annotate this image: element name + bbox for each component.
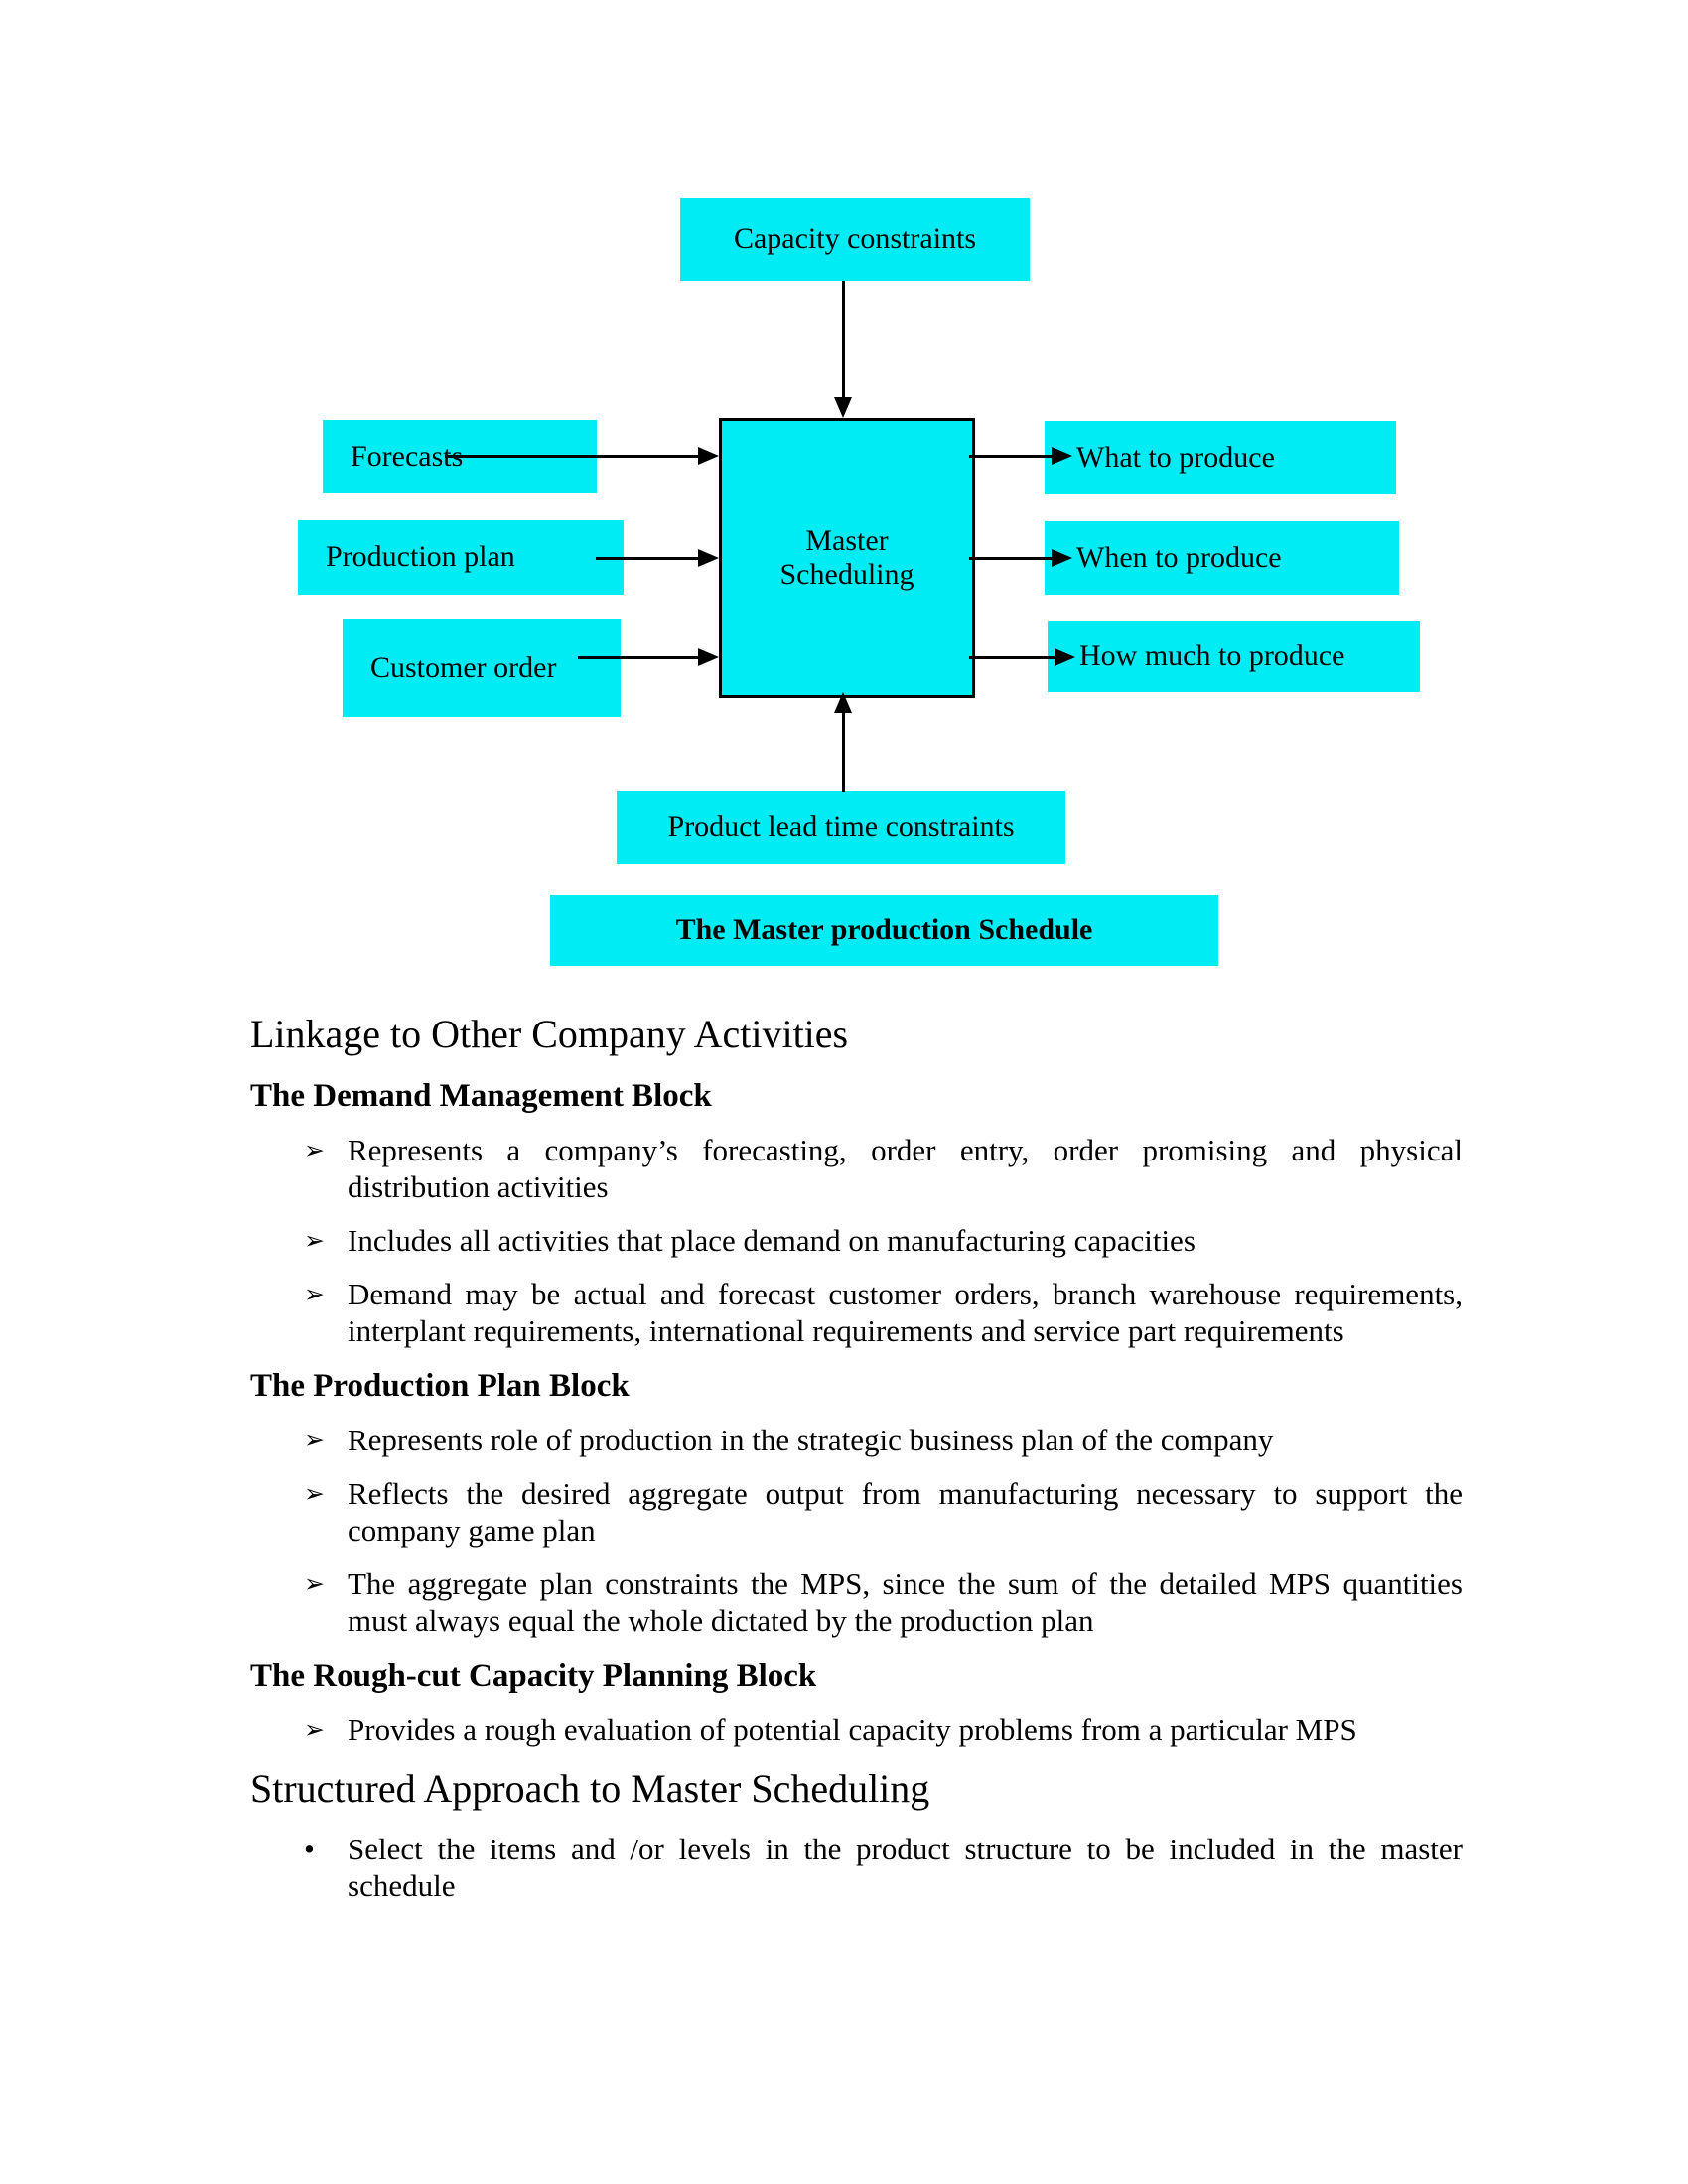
arrow-bullet-icon: ➢	[304, 1280, 325, 1308]
bullet-item: ➢ Demand may be actual and forecast cust…	[250, 1276, 1463, 1349]
bullet-text: The aggregate plan constraints the MPS, …	[348, 1567, 1463, 1638]
diagram-box-what-to-produce: What to produce	[1045, 421, 1396, 494]
arrow-line-production-to-master	[596, 557, 701, 560]
diagram-box-master-scheduling: Master Scheduling	[719, 418, 975, 698]
arrow-line-master-to-when	[969, 557, 1055, 560]
subheading-production-plan: The Production Plan Block	[250, 1368, 630, 1404]
arrow-bullet-icon: ➢	[304, 1426, 325, 1454]
diagram-label-lead-time-constraints: Product lead time constraints	[667, 810, 1015, 844]
bullet-text: Represents a company’s forecasting, orde…	[348, 1133, 1463, 1204]
arrow-line-master-to-what	[969, 455, 1055, 458]
arrow-line-master-to-howmuch	[969, 656, 1057, 659]
bullet-text: Select the items and /or levels in the p…	[348, 1832, 1463, 1903]
arrowhead-right-icon	[698, 447, 719, 465]
arrow-line-leadtime-to-master	[842, 710, 845, 792]
dot-bullet-icon: •	[304, 1832, 315, 1866]
arrow-bullet-icon: ➢	[304, 1570, 325, 1598]
heading-linkage: Linkage to Other Company Activities	[250, 1012, 849, 1056]
arrowhead-right-icon	[1055, 648, 1075, 666]
bullet-text: Demand may be actual and forecast custom…	[348, 1277, 1463, 1348]
diagram-caption-label: The Master production Schedule	[675, 913, 1093, 947]
arrowhead-right-icon	[1052, 549, 1072, 567]
arrowhead-up-icon	[834, 692, 852, 713]
bullet-text: Includes all activities that place deman…	[348, 1223, 1196, 1258]
heading-structured-approach: Structured Approach to Master Scheduling	[250, 1766, 930, 1811]
arrow-bullet-icon: ➢	[304, 1226, 325, 1255]
arrow-line-forecasts-to-master	[445, 455, 701, 458]
arrow-bullet-icon: ➢	[304, 1136, 325, 1164]
diagram-label-master-scheduling: Master Scheduling	[779, 523, 914, 592]
bullet-item: ➢ Provides a rough evaluation of potenti…	[250, 1711, 1463, 1748]
diagram-box-capacity-constraints: Capacity constraints	[680, 198, 1030, 281]
bullet-item: ➢ Represents role of production in the s…	[250, 1422, 1463, 1458]
arrow-line-customer-to-master	[578, 656, 701, 659]
bullet-text: Provides a rough evaluation of potential…	[348, 1712, 1357, 1747]
diagram-label-how-much-to-produce: How much to produce	[1079, 639, 1345, 673]
bullet-item: ➢ The aggregate plan constraints the MPS…	[250, 1566, 1463, 1639]
subheading-demand-management: The Demand Management Block	[250, 1078, 712, 1114]
document-body: Linkage to Other Company Activities The …	[250, 1011, 1463, 1921]
bullet-text: Reflects the desired aggregate output fr…	[348, 1476, 1463, 1548]
arrowhead-right-icon	[1052, 447, 1072, 465]
bullet-item: ➢ Includes all activities that place dem…	[250, 1222, 1463, 1259]
diagram-label-customer-order: Customer order	[370, 650, 557, 684]
bullet-item: ➢ Reflects the desired aggregate output …	[250, 1475, 1463, 1549]
diagram-box-production-plan: Production plan	[298, 520, 624, 595]
diagram-label-production-plan: Production plan	[326, 540, 515, 574]
bullet-item: • Select the items and /or levels in the…	[250, 1831, 1463, 1904]
arrow-line-capacity-to-master	[842, 281, 845, 400]
arrow-bullet-icon: ➢	[304, 1479, 325, 1508]
diagram-box-lead-time-constraints: Product lead time constraints	[617, 791, 1065, 864]
arrowhead-down-icon	[834, 397, 852, 418]
diagram-label-capacity-constraints: Capacity constraints	[733, 221, 977, 255]
arrowhead-right-icon	[698, 648, 719, 666]
arrowhead-right-icon	[698, 549, 719, 567]
diagram-box-customer-order: Customer order	[343, 619, 621, 717]
diagram-caption-box: The Master production Schedule	[550, 895, 1218, 966]
diagram-box-how-much-to-produce: How much to produce	[1048, 621, 1420, 692]
diagram-label-forecasts: Forecasts	[351, 439, 464, 473]
arrow-bullet-icon: ➢	[304, 1715, 325, 1744]
diagram-box-when-to-produce: When to produce	[1045, 521, 1399, 595]
diagram-label-when-to-produce: When to produce	[1076, 540, 1282, 574]
subheading-roughcut-capacity: The Rough-cut Capacity Planning Block	[250, 1658, 817, 1694]
bullet-item: ➢ Represents a company’s forecasting, or…	[250, 1132, 1463, 1205]
diagram-label-what-to-produce: What to produce	[1076, 440, 1275, 474]
bullet-text: Represents role of production in the str…	[348, 1423, 1274, 1457]
